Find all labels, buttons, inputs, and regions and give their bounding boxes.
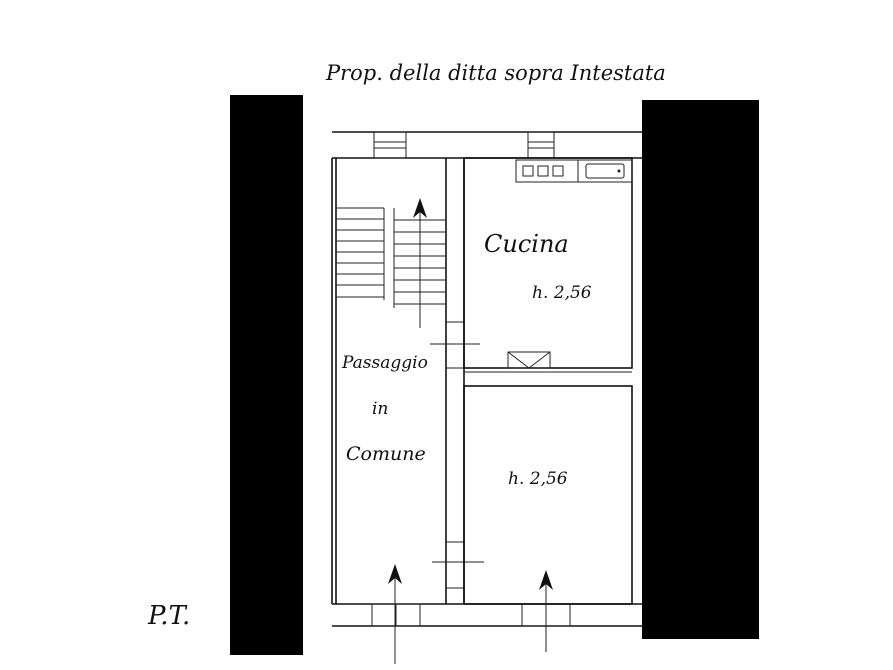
vent-opening xyxy=(507,351,551,369)
kitchen-room xyxy=(463,157,633,369)
header-note: Prop. della ditta sopra Intestata xyxy=(325,61,666,85)
floor-label: P.T. xyxy=(147,601,190,631)
redaction-bar-right xyxy=(642,100,759,639)
door-to-room xyxy=(432,541,484,589)
outer-left-wall xyxy=(331,158,337,604)
window-top-right xyxy=(527,131,555,159)
stair-up-arrow xyxy=(413,198,427,328)
entry-arrow-passage xyxy=(388,564,402,664)
lower-room xyxy=(463,385,633,605)
redaction-bar-left xyxy=(230,95,303,655)
passage-label-line3: Comune xyxy=(346,443,426,465)
stove-and-sink xyxy=(515,159,633,183)
door-to-kitchen xyxy=(430,321,480,369)
room-height-label: h. 2,56 xyxy=(508,469,568,489)
outer-top-wall xyxy=(332,131,642,159)
passage-label-line1: Passaggio xyxy=(341,353,428,373)
window-top-left xyxy=(373,131,407,159)
entry-arrow-room xyxy=(539,570,553,652)
door-bottom-passage xyxy=(371,603,421,627)
kitchen-label: Cucina xyxy=(484,230,569,258)
passage-right-wall xyxy=(445,158,465,604)
kitchen-height-label: h. 2,56 xyxy=(532,283,592,303)
staircase xyxy=(336,207,446,308)
outer-bottom-wall xyxy=(332,603,642,627)
passage-label-line2: in xyxy=(372,399,388,419)
